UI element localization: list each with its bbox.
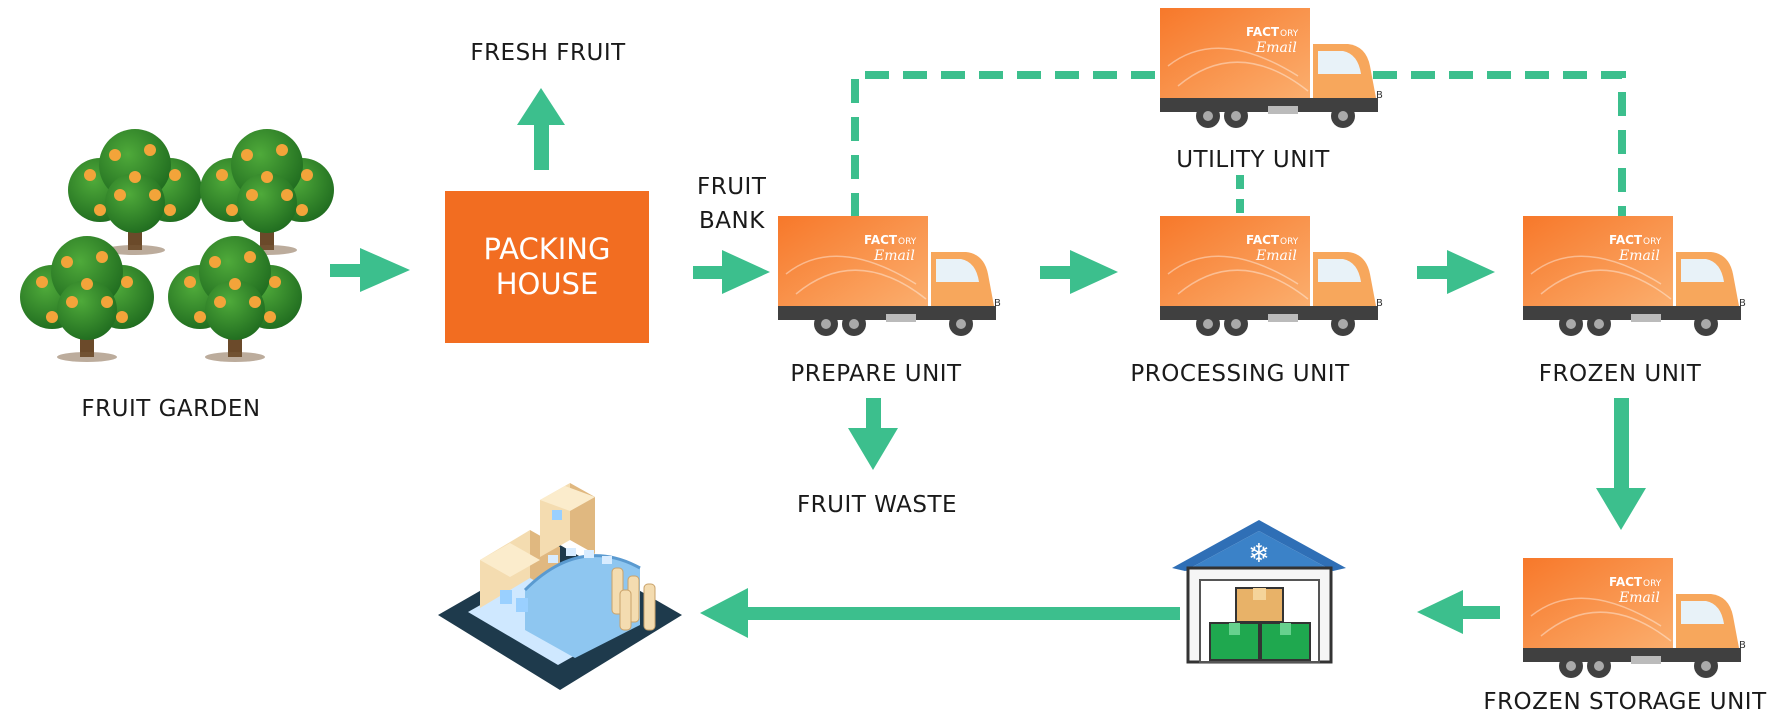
truck-side-mark: B <box>1376 90 1383 101</box>
arrow-packing-to-fresh-fruit <box>517 88 565 170</box>
label-fruit-bank-line2: BANK <box>699 208 765 234</box>
arrow-fruitbank-to-prepare <box>693 250 770 294</box>
arrow-warehouse-to-factory <box>700 588 1180 638</box>
truck-brand-top: FACT <box>1609 575 1643 589</box>
truck-side-mark: B <box>1739 640 1746 651</box>
label-processing-unit: PROCESSING UNIT <box>1130 361 1350 387</box>
label-utility-unit: UTILITY UNIT <box>1176 147 1330 173</box>
truck-brand-sub: ORY <box>898 237 917 247</box>
truck-brand-top: FACT <box>1246 25 1280 39</box>
truck-side-mark: B <box>1376 298 1383 309</box>
truck-side-mark: B <box>1739 298 1746 309</box>
arrow-frozen-to-storage <box>1596 398 1646 530</box>
label-fruit-waste: FRUIT WASTE <box>796 492 958 518</box>
arrow-truck-to-warehouse <box>1417 590 1500 634</box>
truck-brand-script: Email <box>873 248 915 264</box>
truck-brand-script: Email <box>1255 248 1297 264</box>
truck-brand-sub: ORY <box>1643 237 1662 247</box>
arrow-garden-to-packing <box>330 248 410 292</box>
truck-brand-top: FACT <box>1246 233 1280 247</box>
packing-house-line1: PACKING <box>483 232 611 267</box>
factory-icon <box>438 483 682 690</box>
svg-text:❄: ❄ <box>1248 539 1270 569</box>
fruit-garden-trees <box>20 129 334 362</box>
label-prepare-unit: PREPARE UNIT <box>790 361 962 387</box>
truck-brand-script: Email <box>1618 248 1660 264</box>
truck-brand-sub: ORY <box>1643 579 1662 589</box>
label-frozen-storage-unit: FROZEN STORAGE UNIT <box>1483 689 1767 715</box>
truck-processing-unit: FACT ORY Email B <box>1160 216 1383 336</box>
packing-house-line2: HOUSE <box>495 267 599 301</box>
label-fruit-bank-line1: FRUIT <box>697 174 767 200</box>
truck-brand-script: Email <box>1255 40 1297 56</box>
truck-brand-top: FACT <box>864 233 898 247</box>
arrow-prepare-to-processing <box>1040 250 1118 294</box>
packing-house-box: PACKING HOUSE <box>445 191 649 343</box>
truck-frozen-storage-unit: FACT ORY Email B <box>1523 558 1746 678</box>
label-frozen-unit: FROZEN UNIT <box>1538 361 1702 387</box>
truck-side-mark: B <box>994 298 1001 309</box>
truck-frozen-unit: FACT ORY Email B <box>1523 216 1746 336</box>
truck-brand-script: Email <box>1618 590 1660 606</box>
truck-prepare-unit: FACT ORY Email B <box>778 216 1001 336</box>
label-fresh-fruit: FRESH FRUIT <box>470 40 626 66</box>
utility-dashed-loop <box>851 71 1626 217</box>
arrow-prepare-to-waste <box>848 398 898 470</box>
truck-brand-sub: ORY <box>1280 237 1299 247</box>
truck-utility-unit: FACT ORY Email B <box>1160 8 1383 128</box>
truck-brand-top: FACT <box>1609 233 1643 247</box>
cold-storage-warehouse-icon: ❄ <box>1172 520 1346 664</box>
label-fruit-garden: FRUIT GARDEN <box>81 396 261 422</box>
arrow-processing-to-frozen <box>1417 250 1495 294</box>
truck-brand-sub: ORY <box>1280 29 1299 39</box>
